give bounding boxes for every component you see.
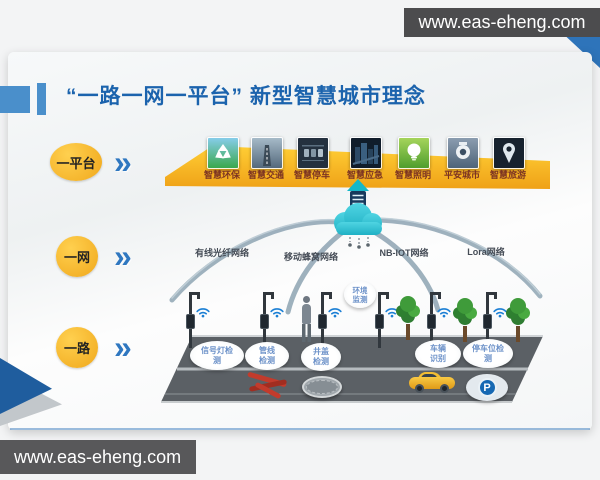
row-badge-road-label: 一路 bbox=[63, 341, 90, 356]
pole-arm bbox=[430, 292, 441, 299]
watermark-url-top: www.eas-eheng.com bbox=[418, 12, 586, 32]
street-light-pole bbox=[483, 292, 492, 348]
row-badge-network: 一网 bbox=[56, 236, 98, 277]
pole-arm bbox=[321, 292, 332, 299]
slide-bottom-accent-line bbox=[10, 428, 590, 430]
pedestrian-legs bbox=[301, 324, 311, 342]
network-arcs bbox=[169, 217, 543, 315]
row-badge-road: 一路 bbox=[56, 327, 98, 368]
wifi-icon bbox=[328, 306, 342, 318]
tree-crown bbox=[510, 298, 526, 314]
app-label: 智慧环保 bbox=[203, 170, 240, 180]
watermark-bar-bottom: www.eas-eheng.com bbox=[0, 440, 196, 474]
sensor-box bbox=[427, 314, 436, 329]
network-label: 有线光纤网络 bbox=[194, 248, 249, 258]
pole-arm bbox=[486, 292, 497, 299]
car-icon bbox=[409, 372, 455, 393]
pole-arm bbox=[263, 292, 274, 299]
pedestrian-body bbox=[301, 304, 311, 324]
tree bbox=[452, 298, 478, 344]
parking-p-icon: P bbox=[477, 378, 497, 397]
sensor-bubble: 井盖检测 bbox=[301, 343, 341, 371]
row-badge-platform-label: 一平台 bbox=[56, 155, 96, 171]
manhole-cover-icon bbox=[302, 376, 342, 398]
sensor-bubble: 停车位检测 bbox=[463, 339, 513, 368]
app-label: 平安城市 bbox=[443, 170, 480, 180]
app-label: 智慧照明 bbox=[394, 170, 431, 180]
street-light-pole bbox=[260, 292, 269, 348]
chevron-icon: » bbox=[114, 238, 132, 274]
sensor-bubble: 信号灯检测 bbox=[190, 341, 244, 370]
highway-icon bbox=[251, 137, 283, 169]
tree-crown bbox=[400, 296, 416, 312]
sensor-bubble: 管线检测 bbox=[245, 342, 289, 370]
parking-badge: P bbox=[466, 374, 508, 401]
sensor-label: 管线检测 bbox=[259, 346, 275, 365]
app-label: 智慧交通 bbox=[247, 170, 284, 180]
tree bbox=[395, 296, 421, 342]
sensor-label: 车辆识别 bbox=[430, 344, 446, 363]
pedestrian-head bbox=[302, 296, 310, 303]
network-label: NB-IOT网络 bbox=[379, 248, 429, 258]
street-light-pole bbox=[375, 292, 384, 348]
security-camera-icon bbox=[447, 137, 479, 169]
watermark-bar-top: www.eas-eheng.com bbox=[404, 8, 600, 37]
pipes-icon bbox=[246, 371, 290, 400]
title-decoration-block bbox=[0, 86, 30, 113]
wifi-icon bbox=[437, 306, 451, 318]
sensor-box bbox=[375, 314, 384, 329]
network-label: 移动蜂窝网络 bbox=[283, 252, 338, 262]
wifi-icon bbox=[270, 306, 284, 318]
row-badge-network-label: 一网 bbox=[63, 250, 90, 265]
sensor-bubble: 车辆识别 bbox=[415, 340, 461, 368]
env-monitor-label: 环境监测 bbox=[352, 285, 368, 304]
parking-lot-icon bbox=[297, 137, 329, 169]
env-monitor-bubble: 环境监测 bbox=[344, 281, 376, 308]
street-light-pole bbox=[318, 292, 327, 348]
app-label: 智慧旅游 bbox=[489, 170, 526, 180]
pole-arm bbox=[189, 292, 200, 299]
network-label: Lora网络 bbox=[467, 247, 505, 257]
sensor-box bbox=[186, 314, 195, 329]
map-pin-icon bbox=[493, 137, 525, 169]
city-aerial-icon bbox=[350, 137, 382, 169]
sensor-label: 信号灯检测 bbox=[201, 345, 233, 365]
street-light-pole bbox=[427, 292, 436, 348]
street-light-pole bbox=[186, 292, 195, 348]
pole-arm bbox=[378, 292, 389, 299]
page-title: “一路一网一平台” 新型智慧城市理念 bbox=[66, 85, 426, 108]
tree-trunk bbox=[463, 326, 467, 342]
chevron-icon: » bbox=[114, 329, 132, 365]
wifi-icon bbox=[196, 306, 210, 318]
recycle-icon bbox=[207, 137, 239, 169]
tree-trunk bbox=[406, 324, 410, 340]
app-label: 智慧停车 bbox=[293, 170, 330, 180]
watermark-url-bottom: www.eas-eheng.com bbox=[14, 446, 182, 467]
sensor-box bbox=[260, 314, 269, 329]
sensor-label: 井盖检测 bbox=[313, 347, 329, 366]
pedestrian bbox=[299, 296, 313, 346]
sensor-label: 停车位检测 bbox=[472, 343, 504, 363]
tree-trunk bbox=[516, 326, 520, 342]
chevron-icon: » bbox=[114, 144, 132, 180]
light-bulb-icon bbox=[398, 137, 430, 169]
sensor-box bbox=[483, 314, 492, 329]
row-badge-platform: 一平台 bbox=[50, 143, 102, 181]
title-decoration-bar bbox=[37, 83, 46, 115]
sensor-box bbox=[318, 314, 327, 329]
cloud-upload-icon bbox=[334, 179, 382, 249]
app-label: 智慧应急 bbox=[346, 170, 383, 180]
tree bbox=[505, 298, 531, 344]
tree-crown bbox=[457, 298, 473, 314]
